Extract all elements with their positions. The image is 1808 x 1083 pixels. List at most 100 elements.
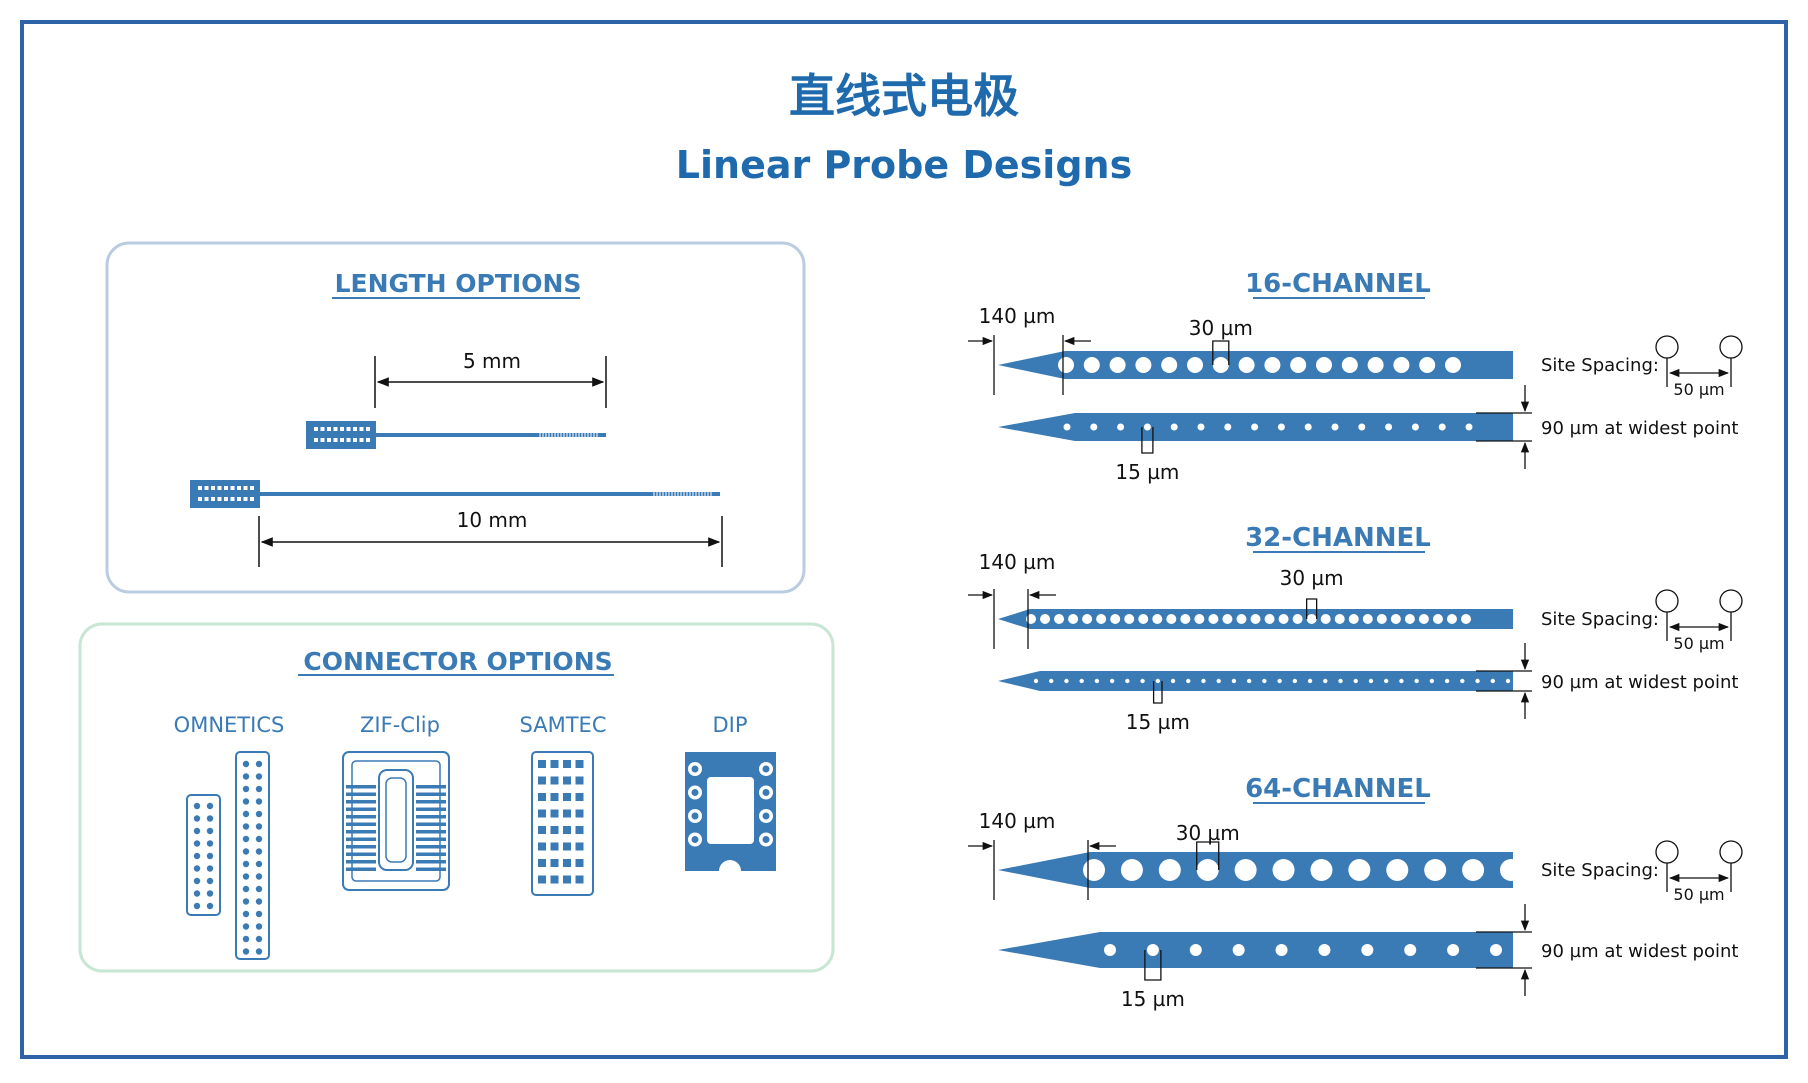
recording-site-small <box>1246 678 1252 684</box>
recording-site <box>1367 357 1384 373</box>
connector-pad <box>250 497 254 501</box>
samtec-pad <box>550 826 559 834</box>
dip-hole-center <box>691 765 699 773</box>
connector-pad <box>211 486 215 490</box>
omnetics-pin <box>193 865 201 872</box>
recording-site-small <box>1318 944 1331 956</box>
connector-pad <box>198 497 202 501</box>
samtec-pad <box>563 760 571 768</box>
recording-site-small <box>1063 423 1071 431</box>
dip-hole-center <box>691 789 699 796</box>
recording-site <box>1418 614 1429 624</box>
site-spacing-label: Site Spacing: <box>1541 355 1659 376</box>
samtec-pad <box>575 875 584 884</box>
connector-pad <box>327 427 331 431</box>
recording-site-small <box>1170 423 1178 431</box>
connector-label-omnetics: OMNETICS <box>174 713 285 737</box>
long-length-label: 10 mm <box>457 508 528 532</box>
zif-pin <box>416 830 446 834</box>
recording-site-small <box>1438 423 1446 431</box>
recording-site <box>1138 614 1149 624</box>
recording-site <box>1446 614 1457 624</box>
recording-site <box>1393 357 1410 373</box>
connector-pad <box>250 486 254 490</box>
samtec-pad <box>538 826 546 834</box>
dip-hole-center <box>762 765 770 773</box>
connector-pad <box>211 497 215 501</box>
omnetics-pin <box>242 860 250 868</box>
recording-site <box>1348 614 1359 624</box>
recording-site <box>1250 614 1261 624</box>
connector-pad <box>346 438 351 442</box>
samtec-pad <box>538 842 546 851</box>
recording-site-small <box>1353 678 1358 684</box>
recording-site <box>1362 614 1373 624</box>
short-probe-connector <box>306 421 376 449</box>
recording-site-small <box>1429 678 1435 684</box>
recording-site-small <box>1404 944 1417 956</box>
samtec-pad <box>563 826 571 834</box>
omnetics-pin <box>206 840 214 847</box>
dip-hole-center <box>691 836 699 843</box>
length-heading: LENGTH OPTIONS <box>335 269 582 298</box>
omnetics-pin <box>242 760 250 768</box>
site-spacing-value: 50 µm <box>1673 380 1724 399</box>
omnetics-pin <box>193 852 201 860</box>
omnetics-pin <box>255 785 263 793</box>
recording-site-small <box>1361 944 1374 956</box>
samtec-pad <box>575 859 584 867</box>
recording-site <box>1404 614 1415 624</box>
samtec-pad <box>575 793 584 801</box>
zif-pin <box>416 792 446 796</box>
short-probe-pads <box>314 427 370 442</box>
zif-pin <box>346 800 376 804</box>
dip-hole-center <box>762 789 770 796</box>
omnetics-pin <box>242 785 250 793</box>
samtec-pad <box>550 793 559 801</box>
recording-site <box>1161 357 1178 373</box>
samtec-pad <box>563 809 571 818</box>
recording-site-small <box>1338 678 1343 684</box>
recording-site <box>1316 357 1332 373</box>
connector-pad <box>237 497 241 501</box>
samtec-pad <box>550 760 559 768</box>
recording-site <box>1124 614 1135 624</box>
channel-heading: 32-CHANNEL <box>1245 523 1431 553</box>
recording-site <box>1306 614 1317 624</box>
recording-site <box>1083 859 1105 881</box>
zif-pin <box>416 860 446 864</box>
recording-site <box>1234 859 1257 881</box>
probe-shank-small-sites <box>998 932 1513 968</box>
recording-site-small <box>1444 678 1450 684</box>
omnetics-pin <box>255 910 263 918</box>
recording-site <box>1341 357 1358 373</box>
connector-pad <box>340 438 344 442</box>
samtec-pad <box>550 875 559 884</box>
recording-site-small <box>1465 423 1473 431</box>
samtec-pad <box>563 776 571 785</box>
omnetics-pin <box>193 840 201 847</box>
connector-pad <box>224 497 228 501</box>
omnetics-pin <box>255 760 263 768</box>
recording-site-small <box>1064 678 1069 684</box>
recording-site <box>1054 614 1065 624</box>
recording-site <box>1348 859 1371 881</box>
tip-length-label: 140 µm <box>979 304 1056 328</box>
connector-pad <box>230 486 235 490</box>
small-site-bracket <box>1152 681 1163 704</box>
zif-pin <box>416 822 446 826</box>
recording-site <box>1264 357 1281 373</box>
omnetics-pin <box>206 890 214 897</box>
connector-pad <box>204 486 209 490</box>
omnetics-connector-icon <box>186 751 270 960</box>
spacing-site-circle <box>1655 589 1679 613</box>
recording-site <box>1290 357 1307 373</box>
samtec-connector-icon <box>531 751 594 896</box>
connector-label-dip: DIP <box>712 713 747 737</box>
recording-site <box>1135 357 1152 373</box>
recording-site <box>1461 614 1471 624</box>
recording-site-small <box>1447 944 1460 956</box>
recording-site <box>1264 614 1275 624</box>
